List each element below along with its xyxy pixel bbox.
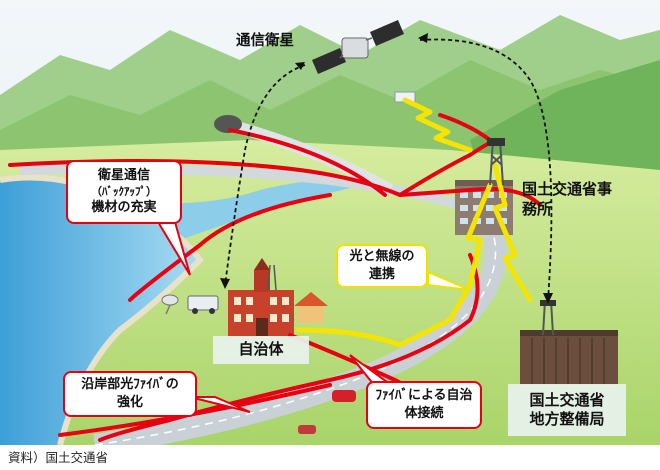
fiber-mountain <box>228 128 387 197</box>
satellite-link-bureau <box>419 38 553 301</box>
portable-dish <box>161 294 179 315</box>
regional-bureau-building <box>520 330 618 385</box>
callout-satellite-equipment-line2: （ﾊﾞｯｸｱｯﾌﾟ） <box>91 184 157 198</box>
car-small <box>298 425 316 434</box>
callout-satellite-equipment: 衛星通信 （ﾊﾞｯｸｱｯﾌﾟ） 機材の充実 <box>66 160 182 224</box>
wireless-links <box>295 97 533 348</box>
car-red <box>332 390 356 402</box>
satellite-link-municipality <box>224 64 306 286</box>
callout-fiber-municipality: ﾌｧｲﾊﾞによる自治 体接続 <box>366 381 482 429</box>
wireless-link-office <box>465 182 493 288</box>
regional-bureau-label-line1: 国土交通省 <box>529 390 605 409</box>
radio-tower-town <box>267 264 277 291</box>
pointer-satellite-equipment <box>156 221 191 276</box>
callout-coastal-fiber: 沿岸部光ﾌｧｲﾊﾞの 強化 <box>63 371 197 417</box>
callout-coastal-fiber-line2: 強化 <box>116 395 143 410</box>
callout-satellite-equipment-line3: 機材の充実 <box>91 200 157 216</box>
callout-optical-wireless: 光と無線の 連携 <box>336 244 428 288</box>
arrowhead-town <box>220 278 230 289</box>
wireless-zigzag-top <box>402 97 473 153</box>
satellite-van <box>187 295 219 314</box>
regional-bureau-label-line2: 地方整備局 <box>529 410 605 428</box>
satellite-label: 通信衛星 <box>236 32 294 51</box>
pointer-optical-wireless <box>427 270 471 291</box>
fiber-trunk-1 <box>128 193 332 302</box>
arrowhead-sat-left <box>295 62 305 70</box>
sea <box>0 177 200 445</box>
callout-coastal-fiber-line1: 沿岸部光ﾌｧｲﾊﾞの <box>81 377 179 393</box>
source-note: 資料）国土交通省 <box>8 450 109 465</box>
municipality-building <box>228 258 294 336</box>
fiber-main-road <box>98 253 480 442</box>
callout-fiber-municipality-line1: ﾌｧｲﾊﾞによる自治 <box>375 388 473 404</box>
satellite-label-text: 通信衛星 <box>236 33 294 49</box>
callout-optical-wireless-line2: 連携 <box>368 267 395 282</box>
wireless-zigzag-down <box>492 162 533 303</box>
river <box>120 178 380 240</box>
pointer-coastal-fiber <box>189 396 251 413</box>
municipality-label: 自治体 <box>213 336 309 364</box>
regional-bureau-label: 国土交通省 地方整備局 <box>508 384 626 436</box>
radio-tower-office <box>487 138 505 186</box>
mlit-office-label-line2: 務所 <box>522 199 553 218</box>
fiber-upper <box>438 113 492 142</box>
satellite-icon <box>312 20 404 74</box>
tunnel-portal <box>214 115 242 133</box>
wireless-link-town <box>295 282 473 348</box>
callout-satellite-equipment-line1: 衛星通信 <box>97 168 150 184</box>
arrowhead-bureau <box>543 293 553 304</box>
municipality-label-text: 自治体 <box>238 340 284 359</box>
arrowheads <box>220 33 553 304</box>
satellite-links <box>224 38 553 301</box>
arrowhead-sat-right <box>418 33 428 43</box>
house <box>294 292 328 323</box>
fiber-coastal <box>58 383 332 437</box>
mlit-office-label-line1: 国土交通省事 <box>522 180 613 198</box>
callout-optical-wireless-line1: 光と無線の <box>349 249 415 265</box>
mlit-office-label: 国土交通省事 務所 <box>522 180 612 219</box>
callout-fiber-municipality-line2: 体接続 <box>404 406 444 421</box>
